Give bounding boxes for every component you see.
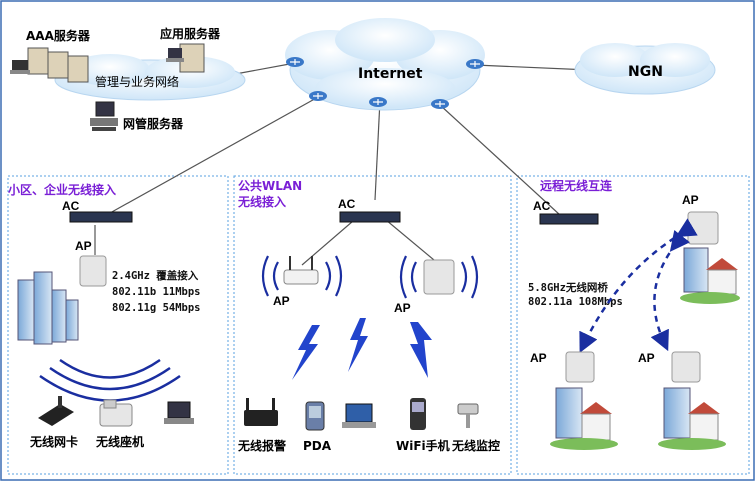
router-icon [466, 59, 484, 69]
wireless-camera-icon [457, 403, 479, 428]
wireless-desk-phone-icon [99, 399, 133, 427]
app-server-icon [166, 43, 205, 73]
nms-server-label: 网管服务器 [123, 116, 184, 131]
right-ap-right-label: AP [638, 351, 655, 365]
right-section-title: 远程无线互连 [540, 178, 613, 193]
left-ap-label: AP [75, 239, 92, 253]
left-building-icon [17, 271, 79, 345]
wireless-alarm-icon [244, 398, 278, 426]
bridge-links [579, 218, 698, 353]
panel-middle [233, 175, 512, 475]
nms-server-icon [90, 101, 118, 131]
ngn-label: NGN [628, 64, 663, 80]
aaa-server-label: AAA服务器 [26, 28, 91, 43]
internet-cloud [285, 18, 485, 111]
left-spec-3: 802.11g 54Mbps [112, 302, 201, 314]
wifi-phone-icon [410, 398, 426, 430]
right-bottom-left-building-icon [550, 387, 618, 450]
middle-ac-switch [339, 211, 401, 223]
right-ap-top-label: AP [682, 193, 699, 207]
right-bottom-right-building-icon [658, 387, 726, 450]
mgmt-network-label: 管理与业务网络 [95, 74, 179, 89]
router-icon [431, 99, 449, 109]
internet-label: Internet [358, 66, 423, 82]
router-icon [369, 97, 387, 107]
left-section-title: 小区、企业无线接入 [8, 182, 116, 197]
middle-left-wifi-waves [261, 255, 343, 297]
laptop-icon [164, 401, 194, 424]
pda-icon [305, 401, 325, 431]
left-ac-label: AC [62, 199, 80, 213]
left-ap-icon [79, 255, 107, 287]
middle-ap-left-label: AP [273, 294, 290, 308]
panel-right [516, 175, 750, 475]
left-device-1-label: 无线网卡 [29, 434, 78, 449]
laptop-icon-middle [342, 403, 376, 428]
middle-device-3-label: WiFi手机 [396, 438, 450, 453]
right-ap-top-icon [687, 211, 719, 245]
middle-ap-right-icon [423, 259, 455, 295]
middle-ac-label: AC [338, 197, 356, 211]
left-device-2-label: 无线座机 [95, 434, 144, 449]
middle-ap-right-label: AP [394, 301, 411, 315]
middle-right-wifi-waves [399, 255, 479, 299]
right-spec-1: 5.8GHz无线网桥 [528, 281, 608, 294]
middle-ap-left-icon [283, 256, 319, 285]
ngn-cloud [574, 43, 716, 95]
panel-left [7, 175, 229, 475]
middle-device-1-label: 无线报警 [237, 438, 286, 453]
left-spec-2: 802.11b 11Mbps [112, 286, 201, 298]
wireless-card-icon [38, 396, 74, 426]
right-ap-right-icon [671, 351, 701, 383]
app-server-label: 应用服务器 [160, 26, 221, 41]
middle-section-title-2: 无线接入 [237, 194, 286, 209]
middle-device-4-label: 无线监控 [451, 438, 500, 453]
lightning-bolts [292, 318, 432, 380]
left-spec-1: 2.4GHz 覆盖接入 [112, 269, 199, 282]
right-ap-left-icon [565, 351, 595, 383]
left-wifi-waves [39, 358, 181, 402]
middle-device-2-label: PDA [303, 439, 332, 453]
router-icons [286, 57, 484, 109]
router-icon [286, 57, 304, 67]
right-ap-left-label: AP [530, 351, 547, 365]
left-ac-switch [69, 211, 133, 223]
middle-section-title-1: 公共WLAN [238, 178, 302, 193]
right-ac-switch [539, 213, 599, 225]
aaa-server-icon [10, 47, 89, 83]
router-icon [309, 91, 327, 101]
right-top-building-icon [680, 247, 740, 304]
right-ac-label: AC [533, 199, 551, 213]
